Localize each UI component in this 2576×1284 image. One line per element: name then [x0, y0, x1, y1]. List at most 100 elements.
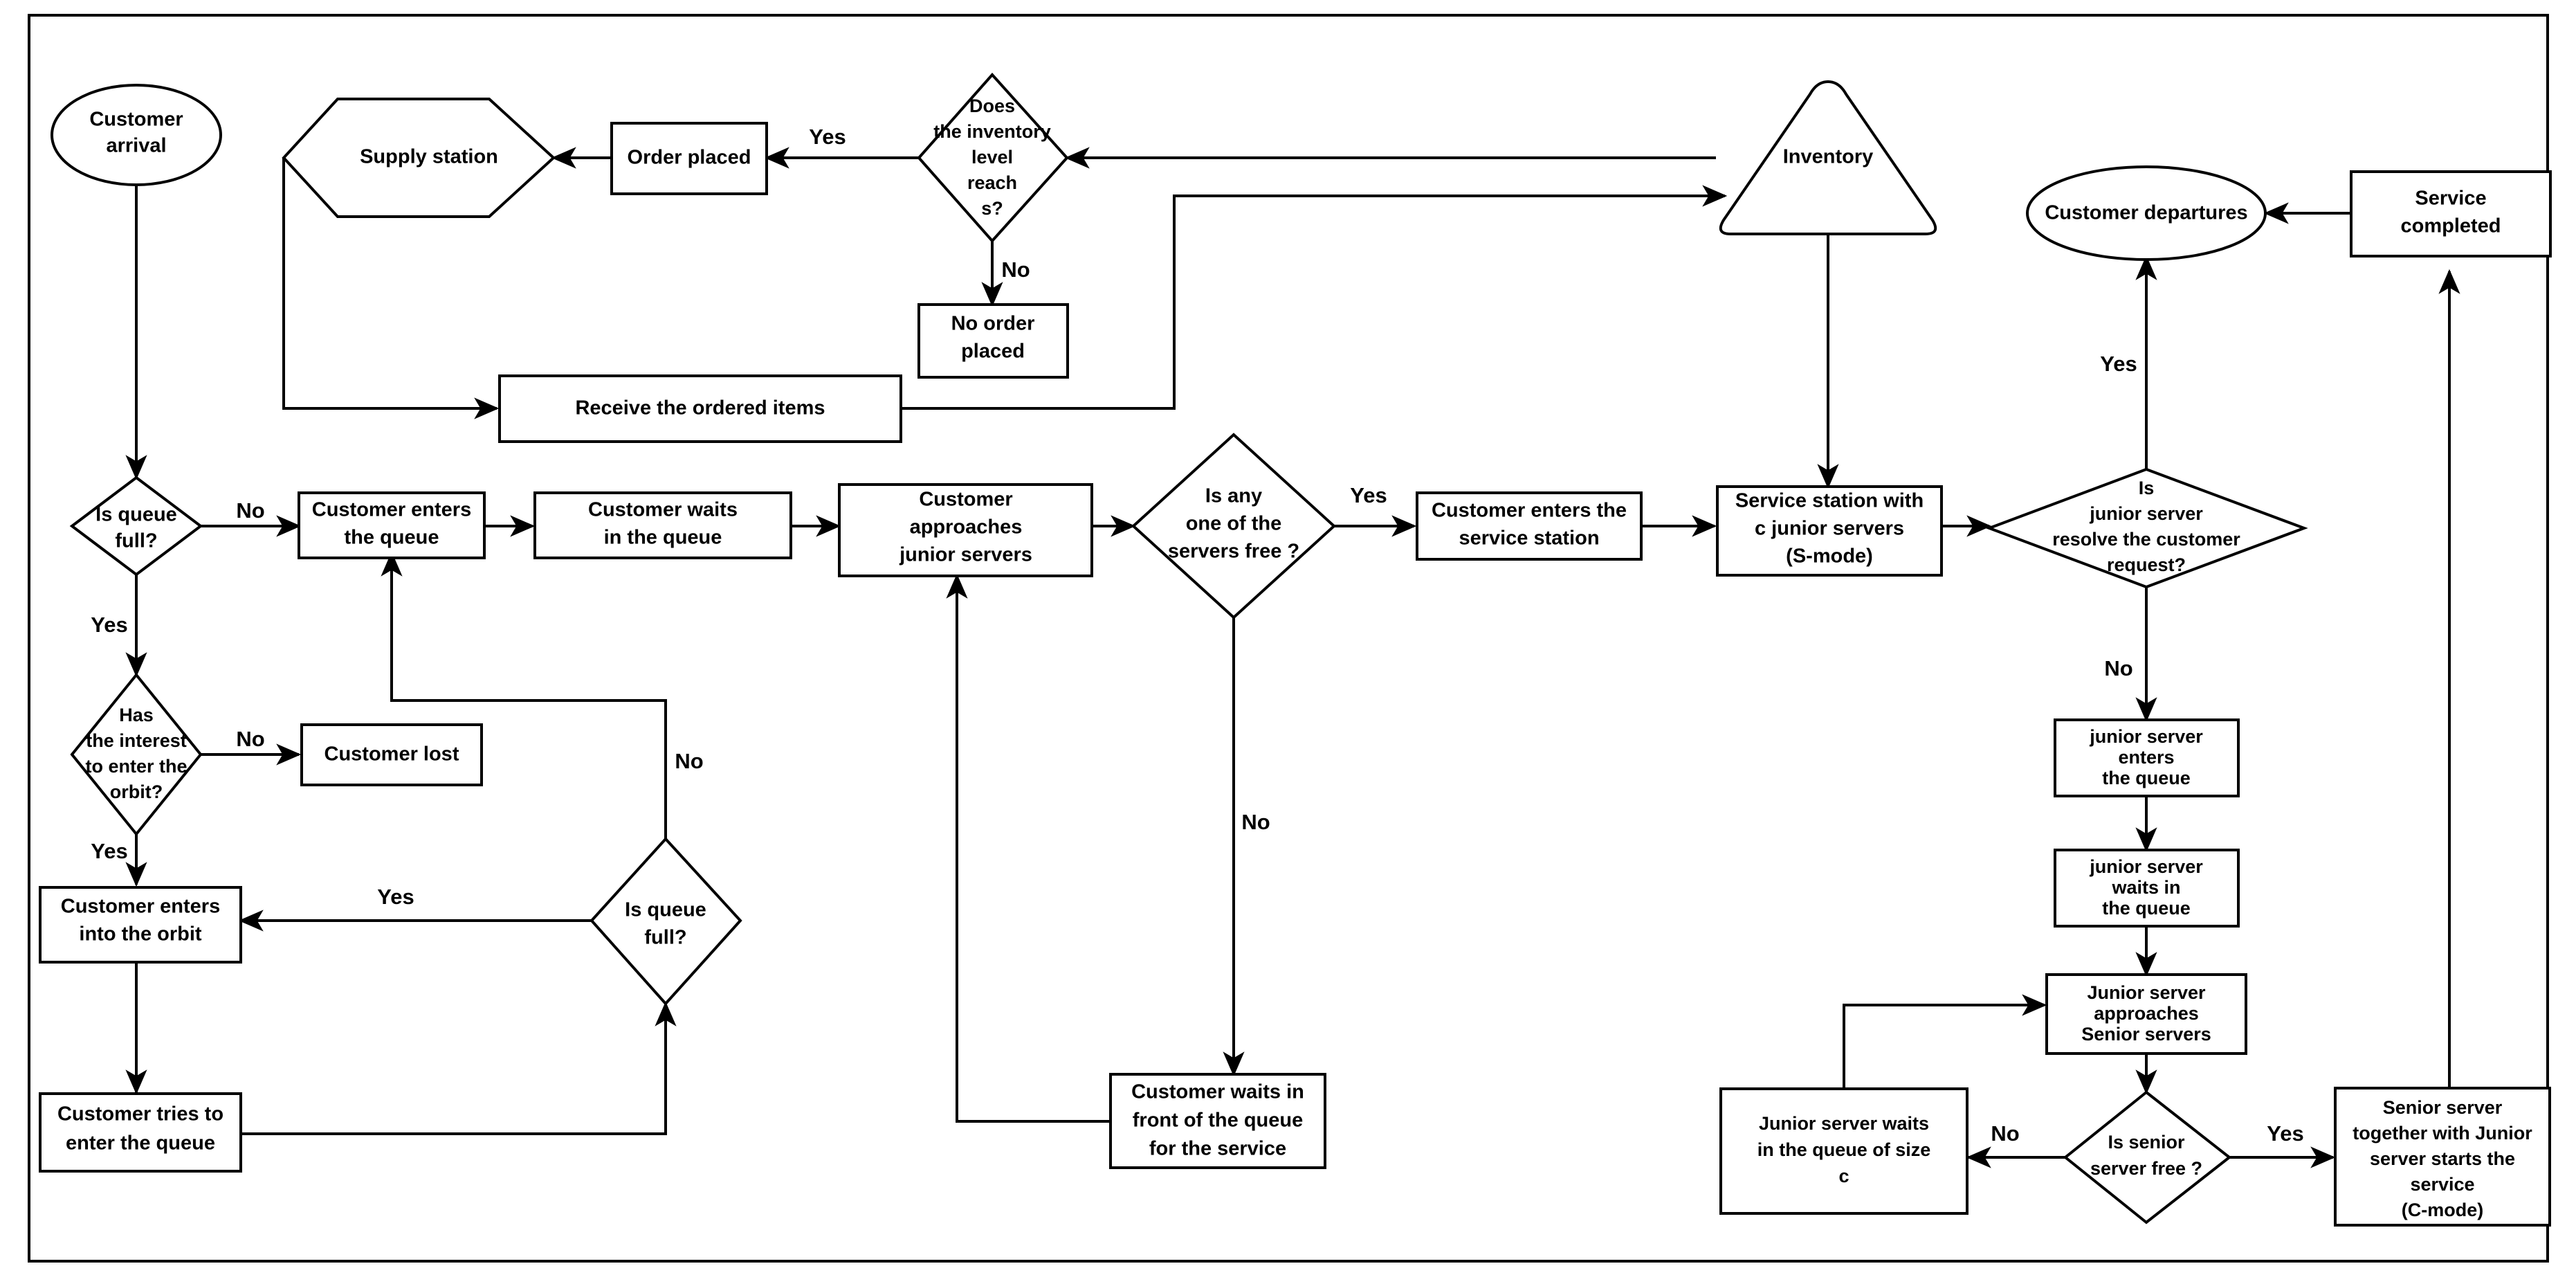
node-junior-enters-queue-line3: the queue: [2102, 768, 2191, 788]
node-customer-waits-queue-line1: Customer waits: [588, 499, 738, 521]
node-senior-with-junior[interactable]: Senior server together with Junior serve…: [2334, 1087, 2551, 1227]
node-junior-resolve-line1: Is: [2139, 478, 2155, 498]
node-has-interest-line3: to enter the: [85, 756, 187, 777]
node-junior-waits-queue-line2: waits in: [2111, 877, 2180, 898]
node-any-server-free-line3: servers free ?: [1168, 541, 1299, 563]
node-any-server-free[interactable]: Is any one of the servers free ?: [1131, 433, 1336, 620]
node-senior-server-free-line1: Is senior: [2108, 1132, 2185, 1152]
node-customer-lost[interactable]: Customer lost: [300, 723, 483, 786]
node-has-interest-line1: Has: [119, 705, 154, 725]
node-senior-with-junior-line5: (C-mode): [2402, 1200, 2483, 1220]
node-customer-tries-queue-line1: Customer tries to: [57, 1103, 223, 1125]
node-any-server-free-line2: one of the: [1186, 513, 1282, 535]
node-is-queue-full-2-line1: Is queue: [625, 899, 706, 921]
node-customer-arrival-line2: arrival: [106, 135, 166, 157]
node-is-queue-full-1-line1: Is queue: [95, 504, 177, 526]
diagram-border: [28, 14, 2549, 1263]
node-junior-approaches-senior-line1: Junior server: [2087, 982, 2206, 1003]
node-customer-arrival[interactable]: Customer arrival: [51, 84, 222, 186]
node-customer-enters-orbit[interactable]: Customer enters into the orbit: [39, 886, 242, 964]
node-junior-waits-queue-line3: the queue: [2102, 898, 2191, 919]
node-junior-resolve-line4: request?: [2107, 554, 2186, 575]
node-customer-enters-queue-line1: Customer enters: [312, 499, 471, 521]
node-customer-enters-queue[interactable]: Customer enters the queue: [298, 491, 486, 559]
node-customer-enters-service-station[interactable]: Customer enters the service station: [1416, 491, 1643, 561]
edge-label-yes-resolve: Yes: [2100, 352, 2137, 376]
node-inventory-level-line4: reach: [967, 172, 1017, 193]
edge-label-no-server-free: No: [1241, 810, 1270, 834]
edge-label-no-senior: No: [1991, 1121, 2019, 1146]
node-junior-approaches-senior[interactable]: Junior server approaches Senior servers: [2045, 973, 2247, 1055]
node-senior-with-junior-line4: service: [2410, 1174, 2474, 1195]
node-service-station-line2: c junior servers: [1755, 518, 1904, 540]
node-is-queue-full-2-line2: full?: [644, 927, 686, 949]
node-inventory-level-line2: the inventory: [933, 121, 1051, 142]
node-supply-station-label: Supply station: [360, 146, 498, 168]
node-customer-approaches-junior-line3: junior servers: [899, 544, 1032, 566]
node-junior-waits-size-c-line2: in the queue of size: [1757, 1139, 1931, 1160]
node-customer-approaches-junior-line1: Customer: [919, 489, 1012, 511]
node-receive-items-label: Receive the ordered items: [575, 397, 825, 419]
node-junior-enters-queue[interactable]: junior server enters the queue: [2054, 718, 2240, 797]
edge-label-yes-queuefull2: Yes: [377, 885, 414, 909]
node-has-interest-line2: the interest: [86, 730, 187, 751]
edge-label-yes-queuefull1: Yes: [91, 613, 127, 637]
node-customer-enters-queue-line2: the queue: [345, 527, 439, 549]
node-senior-with-junior-line1: Senior server: [2383, 1097, 2503, 1118]
node-service-completed-line1: Service: [2415, 188, 2486, 210]
node-senior-server-free-line2: server free ?: [2090, 1158, 2202, 1179]
node-junior-waits-size-c[interactable]: Junior server waits in the queue of size…: [1719, 1087, 1968, 1215]
node-customer-approaches-junior-line2: approaches: [910, 516, 1023, 539]
node-customer-lost-label: Customer lost: [325, 743, 459, 766]
node-service-station-line1: Service station with: [1735, 490, 1924, 512]
edge-label-no-queuefull1: No: [236, 498, 264, 523]
node-customer-waits-front-line2: front of the queue: [1133, 1110, 1303, 1132]
node-junior-waits-queue-line1: junior server: [2089, 856, 2203, 877]
node-no-order-placed[interactable]: No order placed: [917, 303, 1069, 379]
node-customer-approaches-junior[interactable]: Customer approaches junior servers: [838, 483, 1093, 577]
node-service-station[interactable]: Service station with c junior servers (S…: [1716, 485, 1943, 577]
node-customer-enters-service-line2: service station: [1459, 527, 1599, 550]
node-senior-server-free[interactable]: Is senior server free ?: [2063, 1090, 2232, 1224]
node-has-interest-orbit[interactable]: Has the interest to enter the orbit?: [70, 672, 203, 837]
node-customer-waits-front[interactable]: Customer waits in front of the queue for…: [1109, 1073, 1326, 1169]
node-customer-tries-queue-line2: enter the queue: [66, 1132, 215, 1155]
node-customer-waits-queue[interactable]: Customer waits in the queue: [533, 491, 792, 559]
node-service-completed[interactable]: Service completed: [2350, 170, 2552, 257]
node-is-queue-full-2[interactable]: Is queue full?: [590, 837, 742, 1006]
node-customer-tries-queue[interactable]: Customer tries to enter the queue: [39, 1092, 242, 1173]
node-receive-ordered-items[interactable]: Receive the ordered items: [498, 374, 902, 443]
node-is-queue-full-1[interactable]: Is queue full?: [69, 476, 203, 577]
node-service-station-line3: (S-mode): [1786, 545, 1873, 568]
node-supply-station[interactable]: Supply station: [282, 98, 556, 218]
node-customer-waits-front-line1: Customer waits in: [1131, 1081, 1304, 1103]
edge-label-no-interest: No: [236, 727, 264, 751]
edge-queuefull2-no: [381, 551, 667, 839]
node-junior-resolve-line2: junior server: [2089, 503, 2203, 524]
node-is-queue-full-1-line2: full?: [115, 530, 157, 552]
edge-supply-to-receive: [282, 158, 500, 419]
node-customer-departures-label: Customer departures: [2045, 202, 2247, 224]
node-inventory-label: Inventory: [1783, 146, 1874, 168]
node-customer-departures[interactable]: Customer departures: [2026, 165, 2267, 261]
edge-label-yes-interest: Yes: [91, 839, 127, 863]
node-inventory-level-line3: level: [971, 147, 1013, 168]
node-inventory[interactable]: Inventory: [1719, 80, 1937, 235]
node-junior-enters-queue-line2: enters: [2118, 747, 2174, 768]
node-customer-enters-orbit-line2: into the orbit: [79, 923, 202, 946]
node-junior-waits-queue[interactable]: junior server waits in the queue: [2054, 849, 2240, 928]
node-any-server-free-line1: Is any: [1205, 485, 1262, 507]
node-junior-resolve-request[interactable]: Is junior server resolve the customer re…: [1985, 467, 2308, 589]
edge-label-yes-order: Yes: [809, 125, 846, 149]
node-no-order-placed-line2: placed: [961, 341, 1025, 363]
node-inventory-level-decision[interactable]: Does the inventory level reach s?: [917, 72, 1069, 244]
node-no-order-placed-line1: No order: [951, 313, 1035, 335]
edge-juniorwaitsc-to-approachessenior: [1843, 994, 2047, 1089]
edge-label-no-queuefull2: No: [675, 749, 703, 773]
edge-label-no-resolve: No: [2104, 656, 2132, 680]
node-order-placed[interactable]: Order placed: [610, 122, 768, 195]
edge-waitsfront-to-approaches: [946, 573, 1111, 1123]
node-customer-enters-service-line1: Customer enters the: [1432, 500, 1627, 522]
node-junior-approaches-senior-line2: approaches: [2094, 1003, 2199, 1024]
